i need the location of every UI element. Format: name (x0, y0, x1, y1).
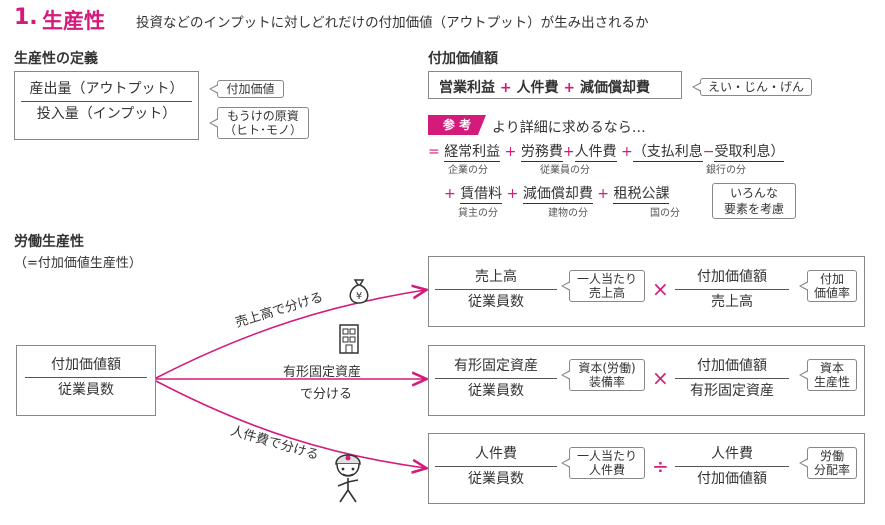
assets-right-note: 資本 生産性 (807, 359, 857, 391)
detail-sub-employees: 従業員の分 (540, 165, 590, 176)
building-icon (339, 324, 359, 354)
labor-right-note: 労働 分配率 (807, 447, 857, 479)
branch-label-assets-2: で分ける (300, 387, 353, 402)
page-description: 投資などのインプットに対しどれだけの付加価値（アウトプット）が生み出されるか (136, 15, 649, 31)
value-added-heading: 付加価値額 (428, 51, 498, 67)
detail-sub-building: 建物の分 (548, 208, 588, 219)
sales-left-note: 一人当たり 売上高 (569, 270, 645, 302)
svg-text:¥: ¥ (356, 291, 362, 302)
branch-label-assets-1: 有形固定資産 (283, 365, 362, 380)
labor-heading: 労働生産性 (14, 234, 84, 250)
branch-arrow-labor (155, 380, 425, 468)
sales-left-fraction: 売上高 従業員数 (435, 268, 557, 311)
definition-denominator: 投入量（インプット） (21, 101, 192, 123)
branch-arrow-sales (155, 290, 425, 379)
definition-numerator: 産出量（アウトプット） (29, 81, 184, 97)
detail-sub-bank: 銀行の分 (706, 165, 746, 176)
value-added-formula: 営業利益 + 人件費 + 減価償却費 (439, 80, 650, 96)
detail-sub-company: 企業の分 (448, 165, 488, 176)
labor-left-fraction: 人件費 従業員数 (435, 445, 557, 488)
assets-left-note: 資本(労働) 装備率 (569, 359, 645, 391)
branch-box-sales: 売上高 従業員数 一人当たり 売上高 × 付加価値額 売上高 付加 価値率 (428, 256, 865, 327)
mnemonic-note: えい・じん・げん (700, 78, 812, 96)
branch-box-assets: 有形固定資産 従業員数 資本(労働) 装備率 × 付加価値額 有形固定資産 資本… (428, 345, 865, 416)
page-title: 生産性 (42, 9, 105, 33)
value-added-formula-box: 営業利益 + 人件費 + 減価償却費 (428, 71, 682, 99)
reference-text: より詳細に求めるなら… (492, 120, 646, 136)
branch-box-labor: 人件費 従業員数 一人当たり 人件費 ÷ 人件費 付加価値額 労働 分配率 (428, 433, 865, 504)
detail-sub-lessor: 貸主の分 (458, 208, 498, 219)
assets-left-fraction: 有形固定資産 従業員数 (435, 357, 557, 400)
definition-heading: 生産性の定義 (14, 51, 98, 67)
detail-note: いろんな 要素を考慮 (712, 183, 796, 219)
reference-badge: 参 考 (428, 115, 486, 135)
assets-right-fraction: 付加価値額 有形固定資産 (675, 357, 789, 400)
labor-operator: ÷ (652, 454, 669, 478)
denominator-note: もうけの原資 （ヒト･モノ） (217, 107, 309, 139)
detail-row-1: = 経常利益 + 労務費+人件費 +（支払利息−受取利息） (428, 144, 785, 162)
worker-icon (335, 454, 361, 503)
detail-sub-nation: 国の分 (650, 208, 680, 219)
base-fraction: 付加価値額 従業員数 (25, 356, 147, 399)
money-bag-icon: ¥ (349, 279, 369, 304)
detail-row-2: + 賃借料 + 減価償却費 + 租税公課 (444, 186, 670, 204)
base-box: 付加価値額 従業員数 (16, 345, 156, 416)
sales-operator: × (652, 277, 669, 301)
numerator-note: 付加価値 (217, 80, 284, 98)
definition-fraction: 産出量（アウトプット） 投入量（インプット） (21, 80, 192, 123)
section-number: 1. (14, 5, 38, 30)
definition-box: 産出量（アウトプット） 投入量（インプット） (14, 71, 199, 140)
sales-right-fraction: 付加価値額 売上高 (675, 268, 789, 311)
labor-subheading: （=付加価値生産性） (14, 256, 142, 271)
assets-operator: × (652, 366, 669, 390)
labor-left-note: 一人当たり 人件費 (569, 447, 645, 479)
sales-right-note: 付加 価値率 (807, 270, 857, 302)
labor-right-fraction: 人件費 付加価値額 (675, 445, 789, 488)
